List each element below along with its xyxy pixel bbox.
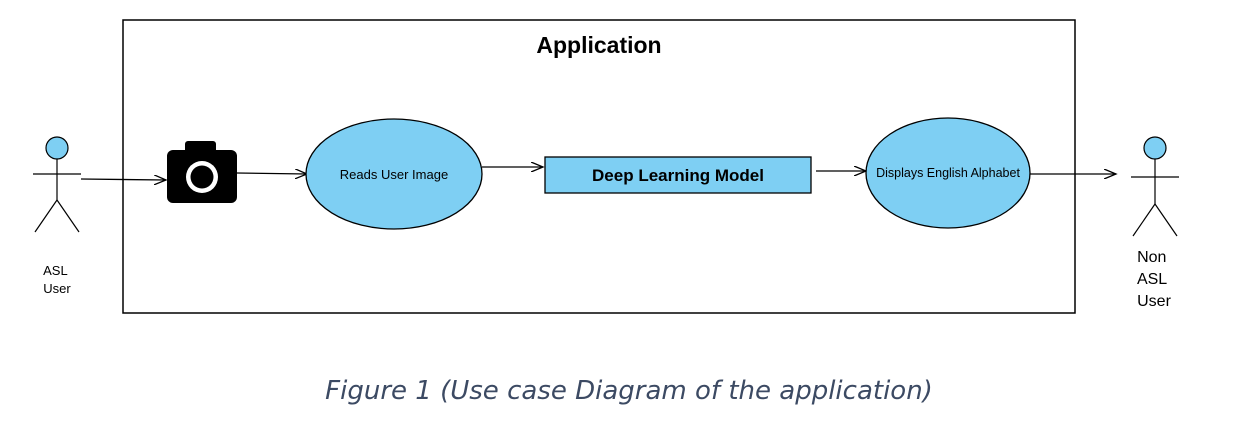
camera-icon bbox=[167, 141, 237, 203]
actor-asl-user bbox=[33, 136, 81, 233]
deep-learning-model-box bbox=[544, 156, 812, 194]
actor-non-asl-user bbox=[1131, 136, 1179, 237]
actor-asl-user-label: ASL User bbox=[43, 263, 71, 296]
system-title: Application bbox=[536, 32, 661, 58]
arrow-camera-to-reads-image bbox=[236, 173, 307, 174]
figure-caption: Figure 1 (Use case Diagram of the applic… bbox=[325, 376, 933, 406]
usecase-displays-english-alphabet bbox=[865, 117, 1031, 229]
usecase-reads-user-image-label: Reads User Image bbox=[340, 167, 448, 182]
deep-learning-model-label: Deep Learning Model bbox=[592, 166, 764, 185]
system-boundary bbox=[122, 19, 1076, 314]
usecase-displays-english-alphabet-label: Displays English Alphabet bbox=[876, 166, 1020, 180]
actor-non-asl-user-label: Non ASL User bbox=[1137, 249, 1172, 310]
arrow-actor-to-camera bbox=[80, 179, 166, 180]
usecase-reads-user-image bbox=[305, 118, 483, 230]
